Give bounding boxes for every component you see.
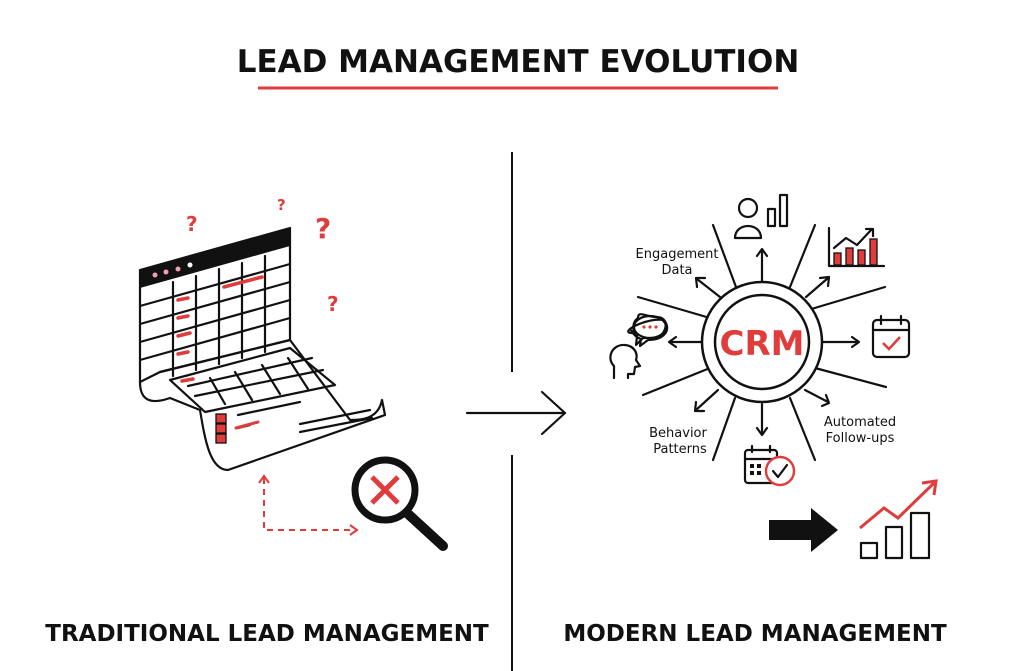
customer-conversation-icon <box>609 313 669 380</box>
bold-arrow-icon <box>769 508 838 552</box>
automated-followups-label: Follow-ups <box>826 431 895 446</box>
crm-hub: CRM <box>636 223 888 462</box>
calendar-check-icon <box>871 314 911 359</box>
transition-arrow-icon <box>465 390 567 436</box>
dashed-arrow-icon <box>263 478 355 531</box>
crm-annotations: Engagement Data Behavior Patterns Automa… <box>636 247 897 457</box>
growth-chart-icon <box>859 479 938 560</box>
bar-chart-growth-icon <box>827 226 886 268</box>
spreadsheet-illustration <box>138 226 387 472</box>
question-mark: ? <box>315 212 331 245</box>
automated-followups-label: Automated <box>824 415 896 430</box>
question-mark: ? <box>327 292 339 316</box>
page-title: LEAD MANAGEMENT EVOLUTION <box>237 44 800 80</box>
modern-label: MODERN LEAD MANAGEMENT <box>563 621 947 647</box>
engagement-data-label: Data <box>661 263 692 278</box>
question-mark: ? <box>277 196 286 214</box>
magnifier-reject-icon <box>351 456 448 551</box>
crm-label: CRM <box>720 324 805 364</box>
question-mark: ? <box>186 212 198 236</box>
user-analytics-icon <box>733 193 789 240</box>
question-marks: ? ? ? ? <box>186 196 339 316</box>
behavior-patterns-label: Behavior <box>649 426 707 441</box>
behavior-patterns-label: Patterns <box>653 442 707 457</box>
traditional-label: TRADITIONAL LEAD MANAGEMENT <box>45 621 489 647</box>
engagement-data-label: Engagement <box>636 247 719 262</box>
schedule-check-icon <box>743 444 796 487</box>
